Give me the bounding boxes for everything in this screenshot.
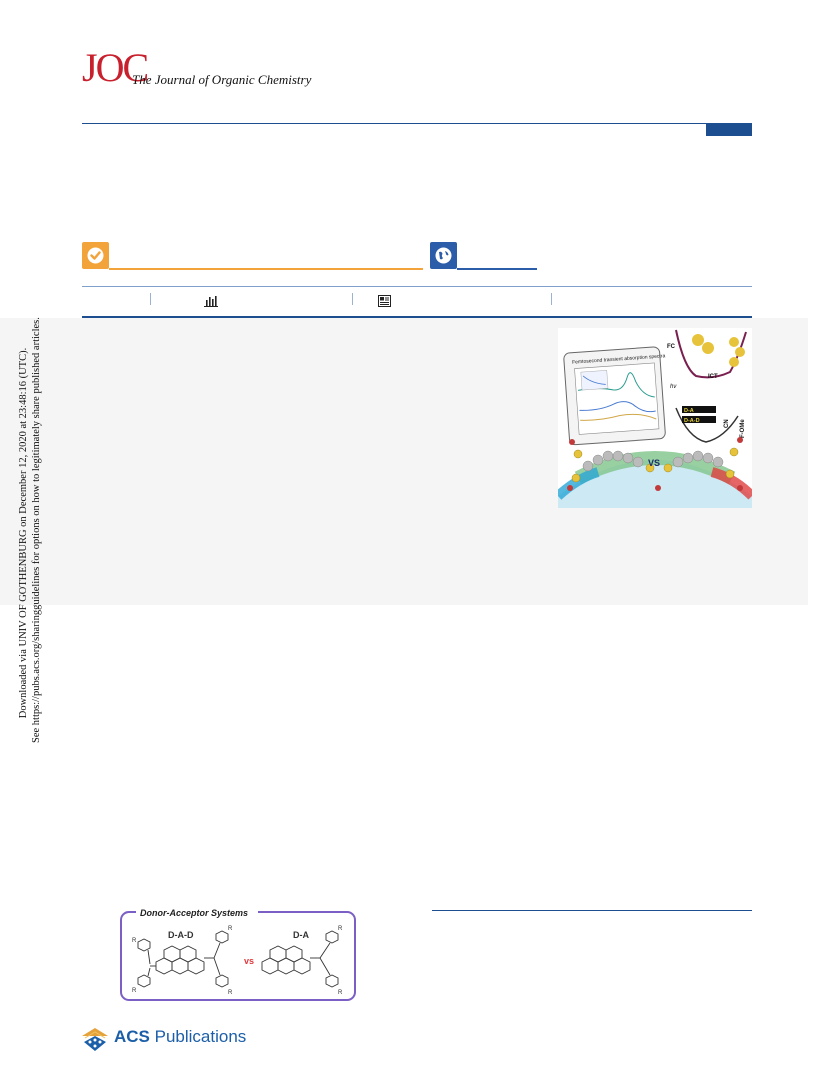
publisher-name-bold: ACS (114, 1027, 150, 1046)
scheme-title: Donor-Acceptor Systems (140, 908, 248, 918)
globe-badge[interactable] (430, 242, 457, 269)
metrics-bar-top-rule (82, 286, 752, 287)
journal-name: The Journal of Organic Chemistry (132, 72, 312, 87)
scheme-r-label: R (132, 938, 137, 944)
toc-graphic[interactable]: FC ICT hν CN F-OMe D-A D-A-D Femtosecond… (554, 328, 756, 508)
label-fome: F-OMe (740, 419, 746, 438)
open-access-badge[interactable] (82, 242, 109, 269)
download-notice-line2: See https://pubs.acs.org/sharingguidelin… (31, 317, 42, 743)
scheme-r-label: R (338, 926, 343, 932)
scheme-da-label: D-A (293, 930, 309, 940)
scheme-vs: vs (244, 956, 254, 966)
article-recommendations-link[interactable] (378, 294, 391, 312)
metrics-link[interactable] (204, 294, 218, 312)
download-notice-line1: Downloaded via UNIV OF GOTHENBURG on Dec… (18, 347, 29, 719)
metrics-separator (551, 293, 552, 305)
download-notice: Downloaded via UNIV OF GOTHENBURG on Dec… (17, 317, 43, 743)
check-icon (87, 247, 104, 264)
scheme-dad-label: D-A-D (168, 930, 194, 940)
scheme-r-label: R (338, 990, 343, 996)
label-da: D-A (684, 408, 694, 414)
scheme-r-label: R (228, 990, 233, 996)
metrics-separator (352, 293, 353, 305)
scheme-r-label: R (228, 926, 233, 932)
metrics-bar-bottom-rule (82, 316, 752, 318)
label-ict: ICT (708, 374, 718, 380)
label-fc: FC (667, 344, 676, 350)
metrics-separator (150, 293, 151, 305)
scheme-r-label: R (132, 988, 137, 994)
article-type-tab (706, 123, 752, 136)
publisher-name[interactable]: ACS Publications (114, 1027, 246, 1047)
article-icon (378, 295, 391, 307)
bar-chart-icon (204, 296, 218, 307)
column-rule (432, 910, 752, 911)
journal-logo[interactable]: JOC (82, 45, 149, 90)
vs-label: VS (648, 458, 660, 468)
donor-acceptor-scheme: Donor-Acceptor Systems D-A-D D-A vs (118, 906, 358, 1002)
open-access-underline (109, 268, 423, 270)
label-hv: hν (670, 384, 676, 390)
publisher-name-rest: Publications (149, 1027, 247, 1046)
acs-emblem-icon (82, 1028, 108, 1051)
label-dad: D-A-D (684, 418, 700, 424)
globe-icon (435, 247, 452, 264)
header-rule (82, 123, 752, 124)
label-cn: CN (724, 419, 730, 428)
globe-underline (457, 268, 537, 270)
acs-logo[interactable] (80, 1026, 110, 1057)
